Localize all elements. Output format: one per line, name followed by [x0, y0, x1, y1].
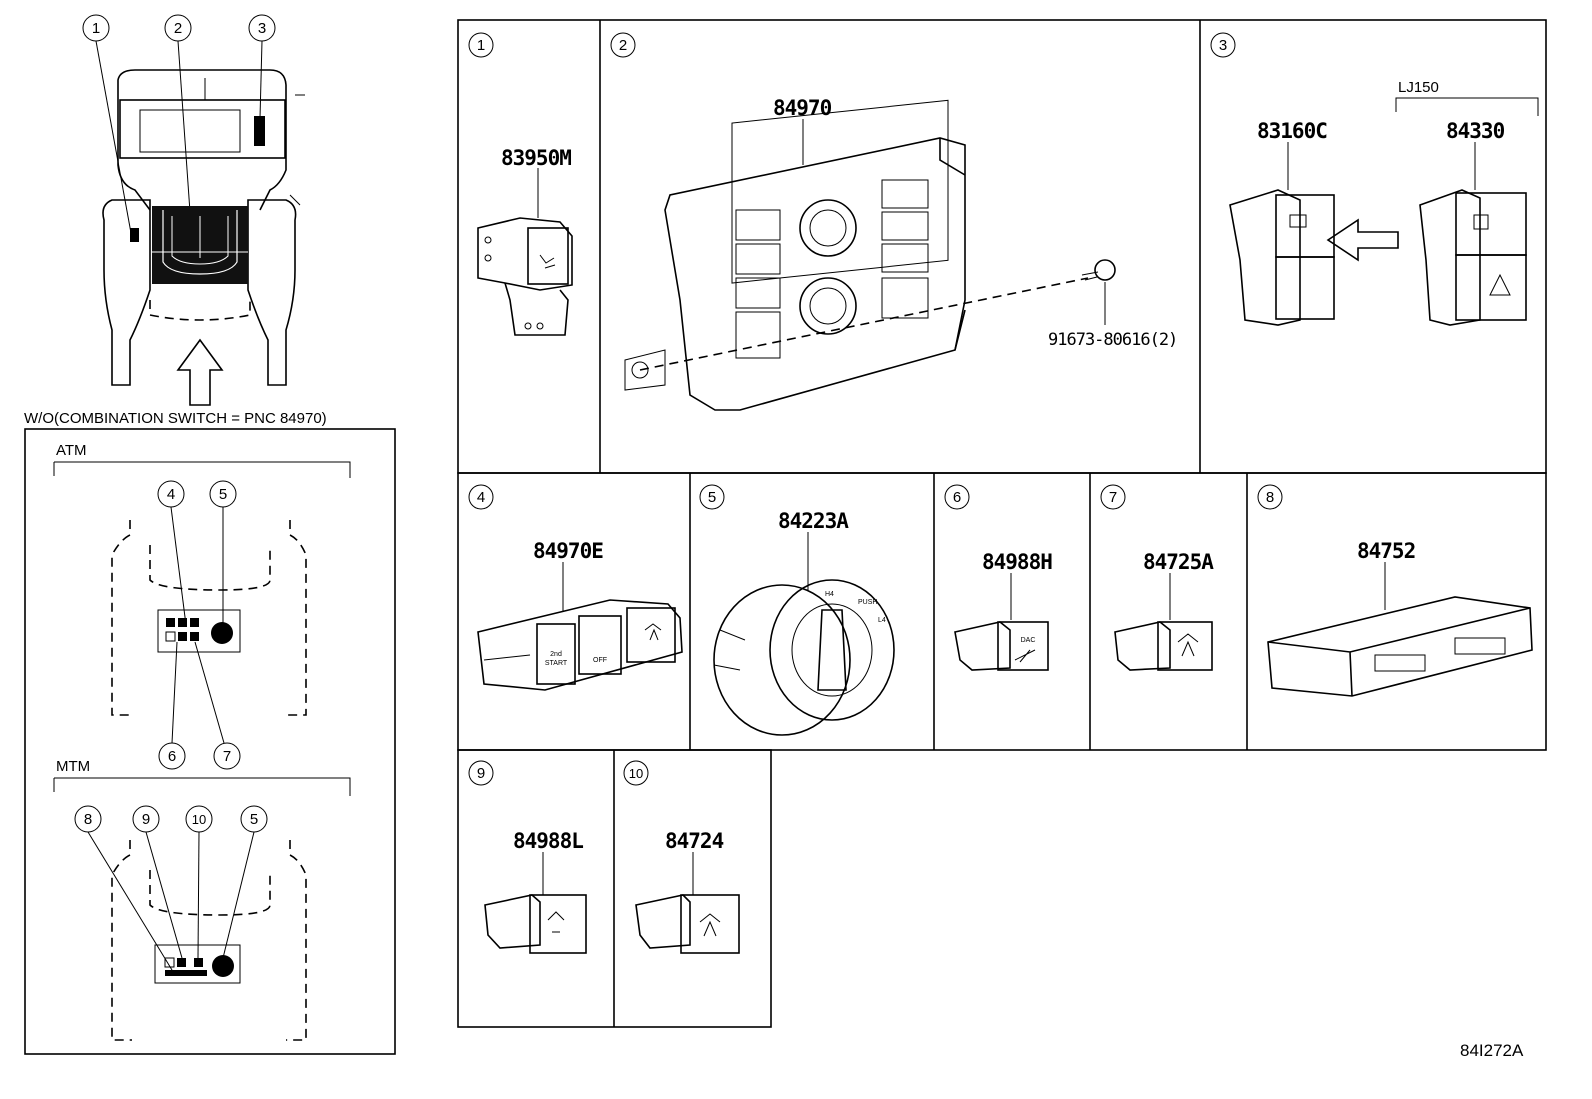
panel-7: 7 84725A — [1100, 484, 1215, 671]
svg-text:7: 7 — [223, 748, 231, 765]
replacement-arrow — [1326, 218, 1399, 262]
switch-84988l — [484, 894, 587, 954]
svg-text:PUSH: PUSH — [858, 599, 877, 606]
part-number-84223A: 84223A — [778, 509, 849, 533]
variant-box — [24, 428, 396, 1055]
svg-text:DAC: DAC — [1021, 637, 1036, 644]
panel-number: 5 — [708, 489, 716, 506]
panel-number: 3 — [1219, 37, 1227, 54]
panel-2: 2 84970 91673-80616(2) — [610, 32, 1178, 411]
transfer-knob-illustration: PUSH H4 L4 — [713, 579, 895, 736]
svg-text:1: 1 — [92, 20, 100, 37]
part-number-84970E: 84970E — [533, 539, 603, 563]
part-number-84988H: 84988H — [982, 550, 1052, 574]
switch-84725a — [1114, 621, 1213, 671]
callout-3: 3 — [248, 14, 276, 119]
part-number-83160C: 83160C — [1257, 119, 1327, 143]
panel-number: 8 — [1266, 489, 1274, 506]
svg-text:10: 10 — [192, 812, 206, 827]
switch-84988h: DAC — [954, 621, 1049, 671]
svg-text:2: 2 — [174, 20, 182, 37]
panel-10: 10 84724 — [623, 760, 740, 954]
svg-text:6: 6 — [168, 748, 176, 765]
panel-9: 9 84988L — [468, 760, 587, 954]
locator-marker-3 — [254, 116, 265, 146]
svg-text:H4: H4 — [825, 591, 834, 598]
control-panel-illustration — [624, 99, 1089, 411]
part-number-84725A: 84725A — [1143, 550, 1214, 574]
panel-number: 7 — [1109, 489, 1117, 506]
console-locator-top: 1 2 3 — [82, 14, 305, 406]
mtm-label: MTM — [56, 758, 90, 775]
part-number-84724: 84724 — [665, 829, 724, 853]
panel-number: 4 — [477, 489, 485, 506]
panel-8: 8 84752 — [1257, 484, 1533, 697]
ecu-module-84752 — [1267, 596, 1533, 697]
svg-text:START: START — [545, 660, 568, 667]
part-number-84988L: 84988L — [513, 829, 583, 853]
mtm-locator: MTM 8 9 10 5 — [53, 758, 351, 1041]
svg-text:5: 5 — [250, 811, 258, 828]
view-direction-arrow — [176, 338, 224, 406]
switch-83160c — [1229, 189, 1335, 326]
figure-id: 84I272A — [1460, 1041, 1524, 1060]
panel-number: 9 — [477, 765, 485, 782]
panel-1: 1 83950M — [468, 32, 573, 336]
svg-text:9: 9 — [142, 811, 150, 828]
svg-text:2nd: 2nd — [550, 651, 562, 658]
part-number-84970: 84970 — [773, 96, 832, 120]
svg-text:L4: L4 — [878, 617, 886, 624]
callout-1: 1 — [82, 14, 132, 234]
svg-text:4: 4 — [167, 486, 175, 503]
switch-84724 — [635, 894, 740, 954]
parts-grid — [457, 19, 1547, 1028]
group-label-lj150: LJ150 — [1398, 79, 1439, 96]
atm-label: ATM — [56, 442, 87, 459]
svg-text:8: 8 — [84, 811, 92, 828]
part-number-84752: 84752 — [1357, 539, 1415, 563]
panel-4: 4 84970E 2nd START OFF — [468, 484, 683, 691]
atm-locator: ATM 4 5 6 7 — [53, 442, 351, 770]
panel-number: 6 — [953, 489, 961, 506]
svg-text:OFF: OFF — [593, 657, 607, 664]
switch-84330 — [1419, 189, 1527, 326]
panel-number: 2 — [619, 37, 627, 54]
part-number-91673-80616: 91673-80616(2) — [1048, 330, 1177, 350]
switch-84970e: 2nd START OFF — [477, 599, 683, 691]
part-number-84330: 84330 — [1446, 119, 1505, 143]
part-number-83950M: 83950M — [501, 146, 571, 170]
panel-5: 5 84223A PUSH H4 L4 — [699, 484, 895, 736]
svg-text:5: 5 — [219, 486, 227, 503]
screw-91673: 91673-80616(2) — [1048, 259, 1178, 350]
panel-number: 1 — [477, 37, 485, 54]
variant-caption: W/O(COMBINATION SWITCH = PNC 84970) — [24, 410, 327, 427]
locator-marker-1 — [130, 228, 139, 242]
panel-6: 6 84988H DAC — [944, 484, 1053, 671]
panel-number: 10 — [629, 766, 643, 781]
switch-illustration-83950m — [477, 217, 573, 336]
panel-3: 3 LJ150 83160C 84330 — [1210, 32, 1539, 326]
callout-2: 2 — [164, 14, 192, 213]
svg-text:3: 3 — [258, 20, 266, 37]
